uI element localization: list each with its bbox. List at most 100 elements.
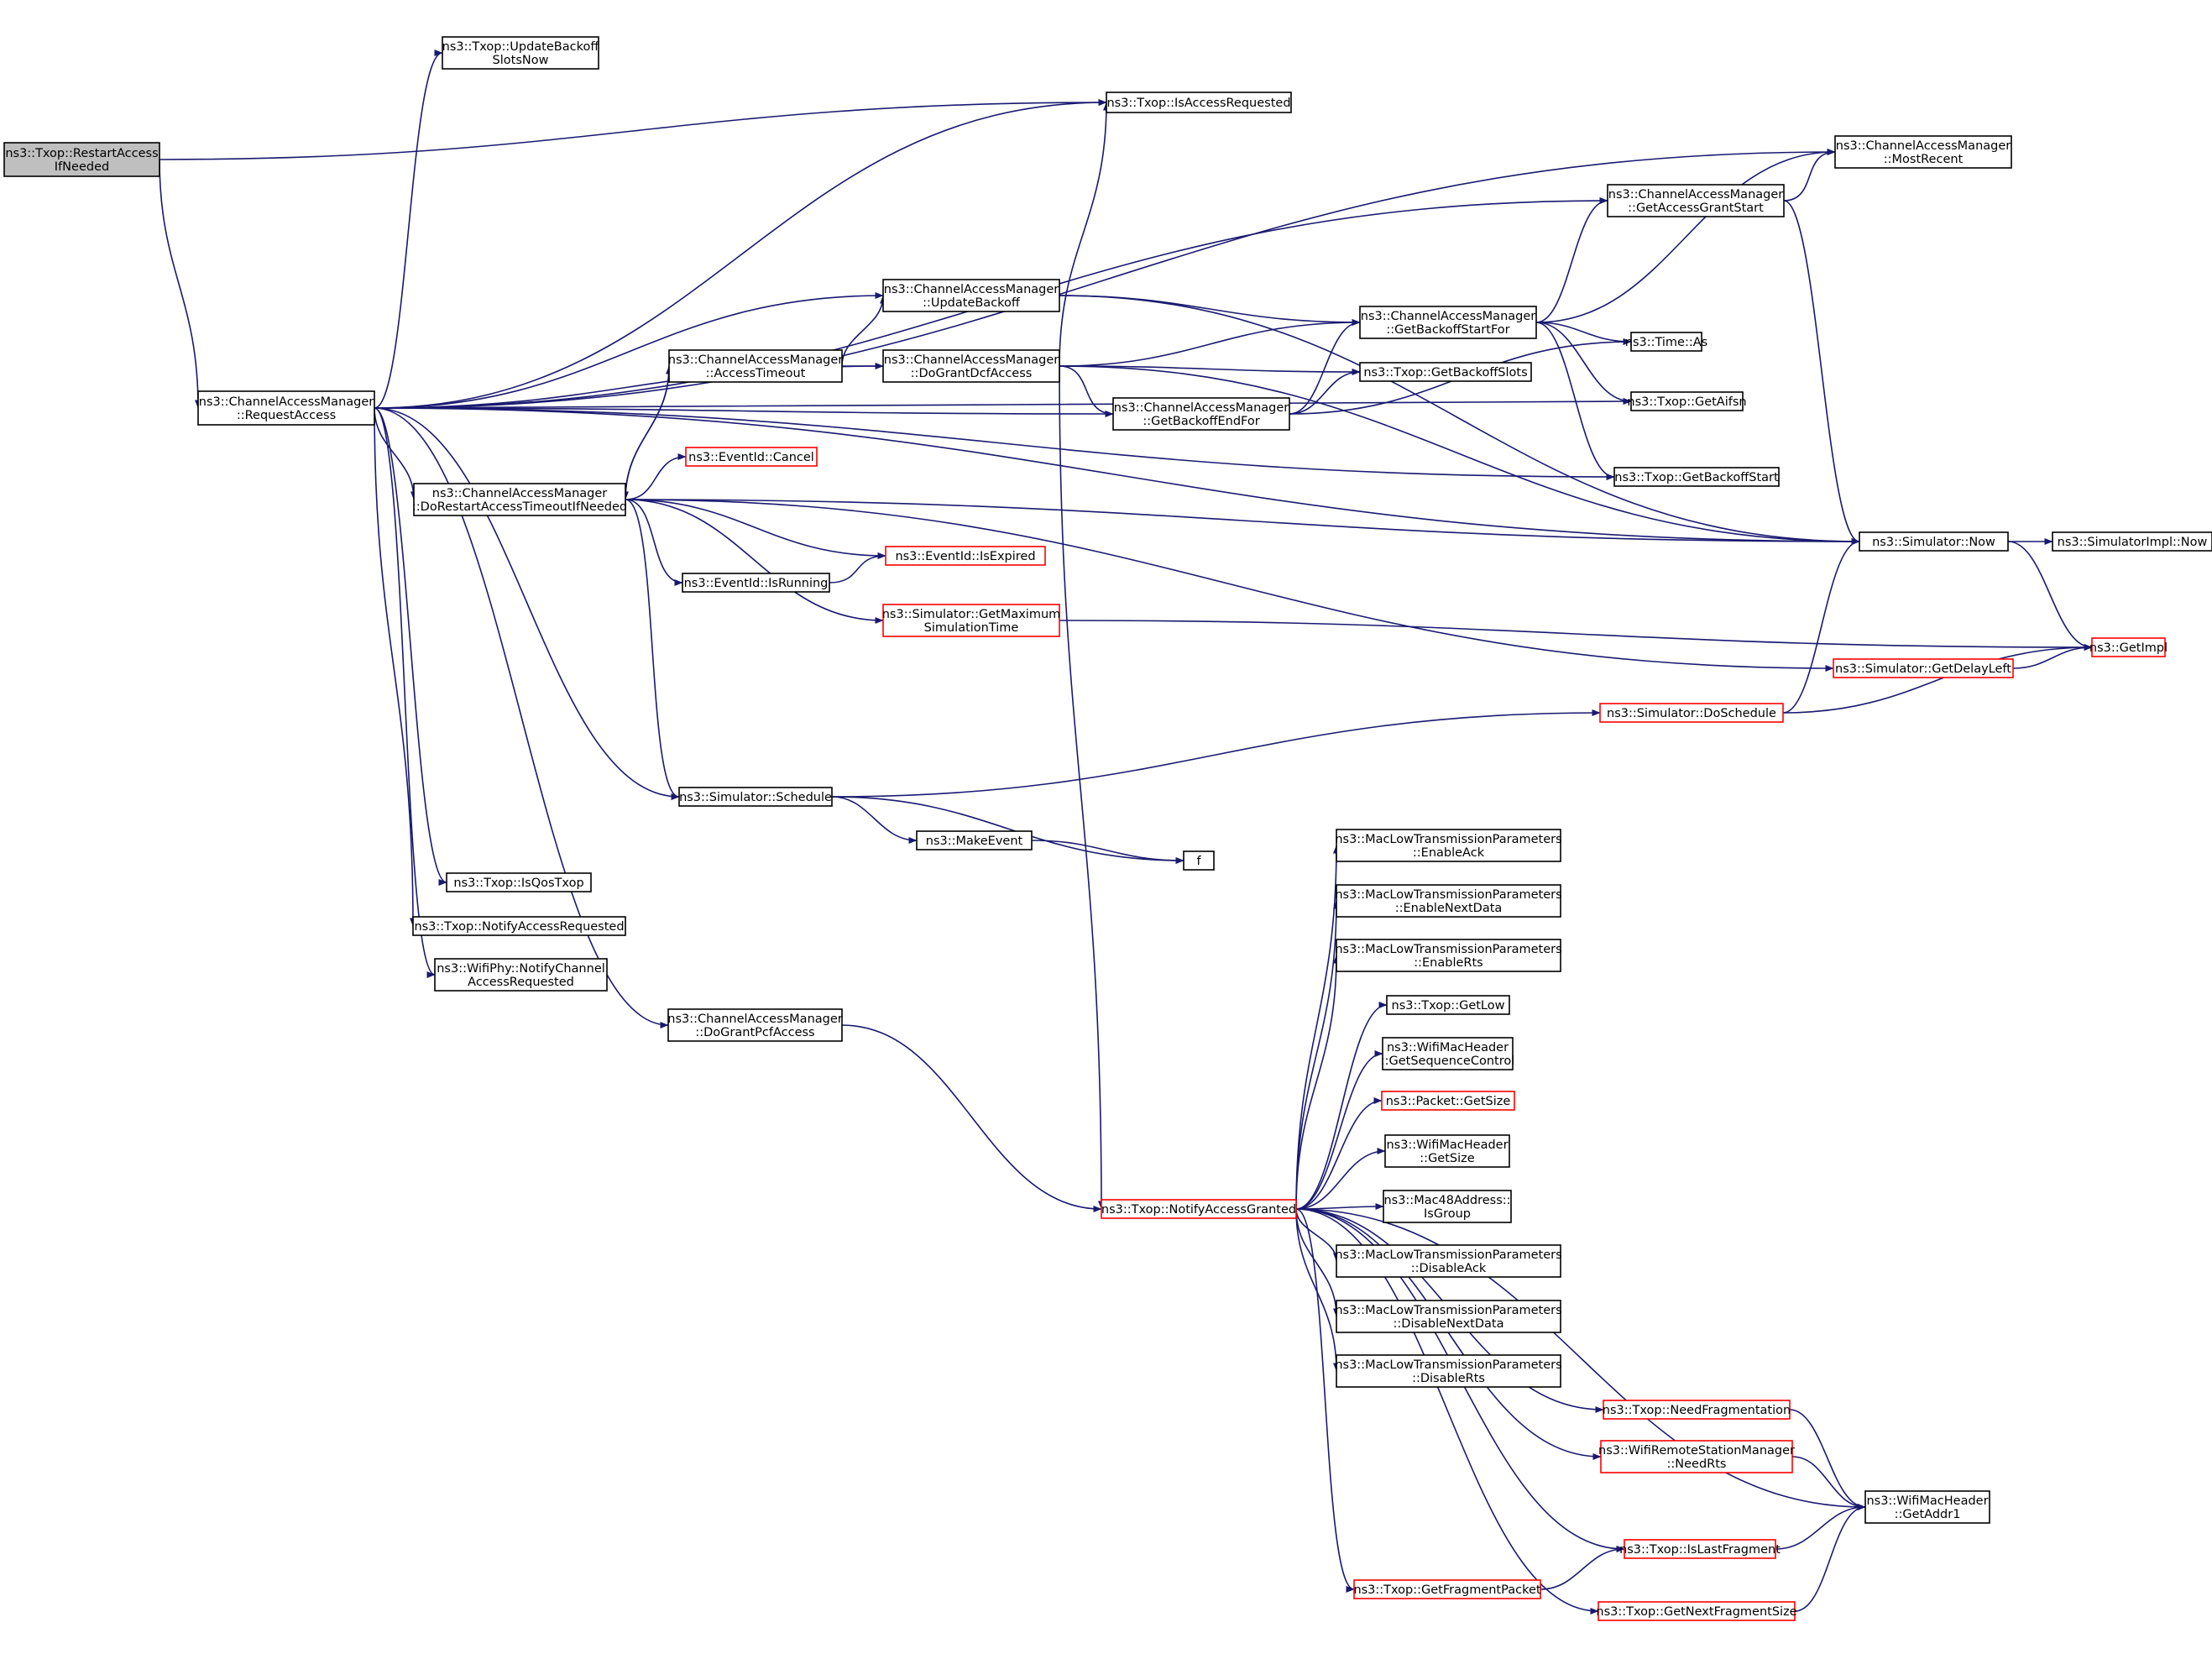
node-needrts[interactable]: ns3::WifiRemoteStationManager::NeedRts — [1598, 1440, 1795, 1473]
node-box-dograntpcf[interactable] — [667, 1008, 843, 1042]
node-getnextfragsize[interactable]: ns3::Txop::GetNextFragmentSize — [1596, 1601, 1797, 1621]
node-box-getimpl[interactable] — [2091, 637, 2166, 657]
node-box-schedule[interactable] — [678, 787, 833, 807]
node-getbackstart[interactable]: ns3::Txop::GetBackoffStart — [1613, 467, 1780, 487]
node-box-getbackstart[interactable] — [1613, 467, 1780, 487]
node-isqos[interactable]: ns3::Txop::IsQosTxop — [446, 872, 592, 892]
node-box-enableack[interactable] — [1336, 829, 1561, 862]
node-box-timeas[interactable] — [1630, 332, 1702, 352]
node-mostrecent[interactable]: ns3::ChannelAccessManager::MostRecent — [1834, 135, 2012, 169]
node-getaifsn[interactable]: ns3::Txop::GetAifsn — [1627, 391, 1747, 411]
node-pktgetsize[interactable]: ns3::Packet::GetSize — [1381, 1091, 1515, 1111]
node-box-getlow[interactable] — [1386, 995, 1510, 1015]
node-getaddr1[interactable]: ns3::WifiMacHeader::GetAddr1 — [1864, 1490, 1990, 1524]
node-box-request[interactable] — [197, 390, 375, 426]
node-request[interactable]: ns3::ChannelAccessManager::RequestAccess — [197, 390, 375, 426]
node-isgroup[interactable]: ns3::Mac48Address::IsGroup — [1383, 1190, 1512, 1223]
node-hdrgetsize[interactable]: ns3::WifiMacHeader::GetSize — [1384, 1134, 1510, 1168]
node-doschedule[interactable]: ns3::Simulator::DoSchedule — [1599, 703, 1784, 723]
node-box-cancel[interactable] — [685, 447, 818, 467]
node-cancel[interactable]: ns3::EventId::Cancel — [685, 447, 818, 467]
node-box-dorestart[interactable] — [413, 483, 626, 516]
node-box-notifygranted[interactable] — [1101, 1199, 1297, 1219]
node-box-mostrecent[interactable] — [1834, 135, 2012, 169]
node-box-getbackendfor[interactable] — [1112, 397, 1290, 431]
node-enablenext[interactable]: ns3::MacLowTransmissionParameters::Enabl… — [1335, 884, 1562, 918]
node-getimpl[interactable]: ns3::GetImpl — [2089, 637, 2168, 657]
node-box-acctimeout[interactable] — [668, 349, 843, 383]
node-box-getaccgrant[interactable] — [1607, 184, 1785, 217]
node-isaccreq[interactable]: ns3::Txop::IsAccessRequested — [1106, 92, 1292, 113]
node-box-hdrgetsize[interactable] — [1384, 1134, 1510, 1168]
node-box-doschedule[interactable] — [1599, 703, 1784, 723]
node-getbackstartfor[interactable]: ns3::ChannelAccessManager::GetBackoffSta… — [1359, 306, 1537, 339]
node-box-pktgetsize[interactable] — [1381, 1091, 1515, 1111]
node-box-getbackstartfor[interactable] — [1359, 306, 1537, 339]
node-getaccgrant[interactable]: ns3::ChannelAccessManager::GetAccessGran… — [1607, 184, 1785, 217]
node-disableack[interactable]: ns3::MacLowTransmissionParameters::Disab… — [1335, 1244, 1562, 1278]
node-box-wifiphynotify[interactable] — [434, 958, 608, 992]
node-box-getmaxsim[interactable] — [882, 604, 1060, 637]
node-box-needrts[interactable] — [1600, 1440, 1793, 1473]
node-box-f[interactable] — [1183, 850, 1215, 871]
node-box-needfrag[interactable] — [1603, 1400, 1791, 1420]
node-box-dograntdcf[interactable] — [882, 349, 1060, 383]
node-makeevent[interactable]: ns3::MakeEvent — [916, 830, 1033, 850]
node-box-updatebackoff[interactable] — [882, 279, 1060, 312]
node-f[interactable]: f — [1183, 850, 1215, 871]
node-dograntpcf[interactable]: ns3::ChannelAccessManager::DoGrantPcfAcc… — [667, 1008, 843, 1042]
node-box-islastfrag[interactable] — [1624, 1539, 1776, 1559]
node-box-getfragpkt[interactable] — [1353, 1579, 1541, 1599]
node-schedule[interactable]: ns3::Simulator::Schedule — [678, 787, 833, 807]
node-notifygranted[interactable]: ns3::Txop::NotifyAccessGranted — [1101, 1199, 1297, 1219]
node-acctimeout[interactable]: ns3::ChannelAccessManager::AccessTimeout — [668, 349, 844, 383]
node-box-isgroup[interactable] — [1383, 1190, 1512, 1223]
node-getbackslots[interactable]: ns3::Txop::GetBackoffSlots — [1359, 362, 1532, 382]
node-box-isaccreq[interactable] — [1106, 92, 1292, 113]
node-notifyaccreq[interactable]: ns3::Txop::NotifyAccessRequested — [412, 916, 626, 936]
node-disablerts[interactable]: ns3::MacLowTransmissionParameters::Disab… — [1335, 1354, 1562, 1388]
node-isrunning[interactable]: ns3::EventId::IsRunning — [682, 573, 830, 593]
node-box-simimplnow[interactable] — [2052, 531, 2212, 552]
node-dorestart[interactable]: ns3::ChannelAccessManager::DoRestartAcce… — [412, 483, 627, 516]
node-box-disablerts[interactable] — [1336, 1354, 1561, 1388]
node-box-enablenext[interactable] — [1336, 884, 1561, 918]
node-box-makeevent[interactable] — [916, 830, 1033, 850]
node-getseqctrl[interactable]: ns3::WifiMacHeader::GetSequenceControl — [1381, 1037, 1515, 1070]
node-box-getbackslots[interactable] — [1359, 362, 1532, 382]
node-getbackendfor[interactable]: ns3::ChannelAccessManager::GetBackoffEnd… — [1112, 397, 1290, 431]
node-box-getseqctrl[interactable] — [1382, 1037, 1514, 1070]
node-simimplnow[interactable]: ns3::SimulatorImpl::Now — [2052, 531, 2212, 552]
node-box-getaifsn[interactable] — [1630, 391, 1744, 411]
node-box-updbackslots[interactable] — [442, 36, 599, 70]
node-wifiphynotify[interactable]: ns3::WifiPhy::NotifyChannelAccessRequest… — [434, 958, 608, 992]
node-simnow[interactable]: ns3::Simulator::Now — [1859, 531, 2009, 552]
node-box-getnextfragsize[interactable] — [1598, 1601, 1796, 1621]
node-dograntdcf[interactable]: ns3::ChannelAccessManager::DoGrantDcfAcc… — [882, 349, 1060, 383]
node-isexpired[interactable]: ns3::EventId::IsExpired — [885, 546, 1046, 566]
node-box-simnow[interactable] — [1859, 531, 2009, 552]
node-enablerts[interactable]: ns3::MacLowTransmissionParameters::Enabl… — [1335, 939, 1562, 972]
node-needfrag[interactable]: ns3::Txop::NeedFragmentation — [1603, 1400, 1791, 1420]
node-box-enablerts[interactable] — [1336, 939, 1561, 972]
node-timeas[interactable]: ns3::Time::As — [1625, 332, 1707, 352]
node-box-getdelayleft[interactable] — [1833, 658, 2014, 678]
node-islastfrag[interactable]: ns3::Txop::IsLastFragment — [1619, 1539, 1781, 1559]
node-box-isexpired[interactable] — [885, 546, 1046, 566]
node-box-disablenext[interactable] — [1336, 1300, 1561, 1333]
node-box-isqos[interactable] — [446, 872, 592, 892]
node-box-getaddr1[interactable] — [1864, 1490, 1990, 1524]
node-box-disableack[interactable] — [1336, 1244, 1561, 1278]
node-getlow[interactable]: ns3::Txop::GetLow — [1386, 995, 1510, 1015]
node-getdelayleft[interactable]: ns3::Simulator::GetDelayLeft — [1833, 658, 2014, 678]
node-box-restart[interactable] — [3, 142, 160, 177]
node-box-isrunning[interactable] — [682, 573, 830, 593]
node-enableack[interactable]: ns3::MacLowTransmissionParameters::Enabl… — [1335, 829, 1562, 862]
node-disablenext[interactable]: ns3::MacLowTransmissionParameters::Disab… — [1335, 1300, 1562, 1333]
node-getfragpkt[interactable]: ns3::Txop::GetFragmentPacket — [1353, 1579, 1541, 1599]
node-box-notifyaccreq[interactable] — [412, 916, 626, 936]
node-updatebackoff[interactable]: ns3::ChannelAccessManager::UpdateBackoff — [882, 279, 1060, 312]
